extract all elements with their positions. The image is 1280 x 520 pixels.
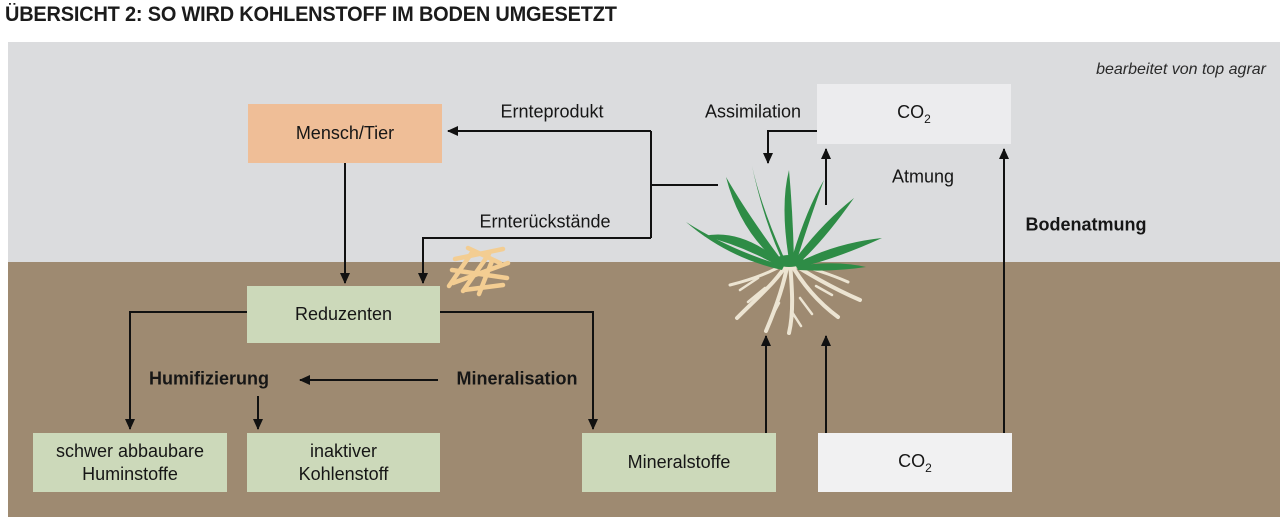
label-atmung: Atmung [891, 166, 955, 187]
box-co2-soil-label: CO2 [898, 450, 932, 475]
label-humifizierung: Humifizierung [149, 368, 269, 389]
label-ernteprodukt: Ernteprodukt [500, 101, 604, 122]
sky-layer [8, 42, 1280, 262]
box-mineralstoffe-label: Mineralstoffe [627, 452, 731, 473]
box-co2-atmosphere: CO2 [817, 84, 1011, 144]
label-assimilation: Assimilation [704, 101, 802, 122]
label-bodenatmung: Bodenatmung [1025, 214, 1147, 235]
box-co2-soil: CO2 [818, 433, 1012, 492]
box-huminstoffe-label: schwer abbaubare Huminstoffe [55, 441, 205, 484]
box-co2-atmosphere-label: CO2 [897, 102, 931, 126]
label-mineralisation: Mineralisation [456, 368, 578, 389]
box-mensch-tier-label: Mensch/Tier [295, 123, 395, 144]
box-mineralstoffe: Mineralstoffe [582, 433, 776, 492]
figure-title: ÜBERSICHT 2: SO WIRD KOHLENSTOFF IM BODE… [5, 3, 617, 26]
box-inaktiver-kohlenstoff-label: inaktiver Kohlenstoff [298, 441, 389, 484]
box-inaktiver-kohlenstoff: inaktiver Kohlenstoff [247, 433, 440, 492]
label-ernterueckstaende: Ernterückstände [479, 211, 611, 232]
box-huminstoffe: schwer abbaubare Huminstoffe [33, 433, 227, 492]
box-reduzenten: Reduzenten [247, 286, 440, 343]
credit-text: bearbeitet von top agrar [1096, 61, 1266, 78]
box-reduzenten-label: Reduzenten [294, 304, 393, 325]
box-mensch-tier: Mensch/Tier [248, 104, 442, 163]
